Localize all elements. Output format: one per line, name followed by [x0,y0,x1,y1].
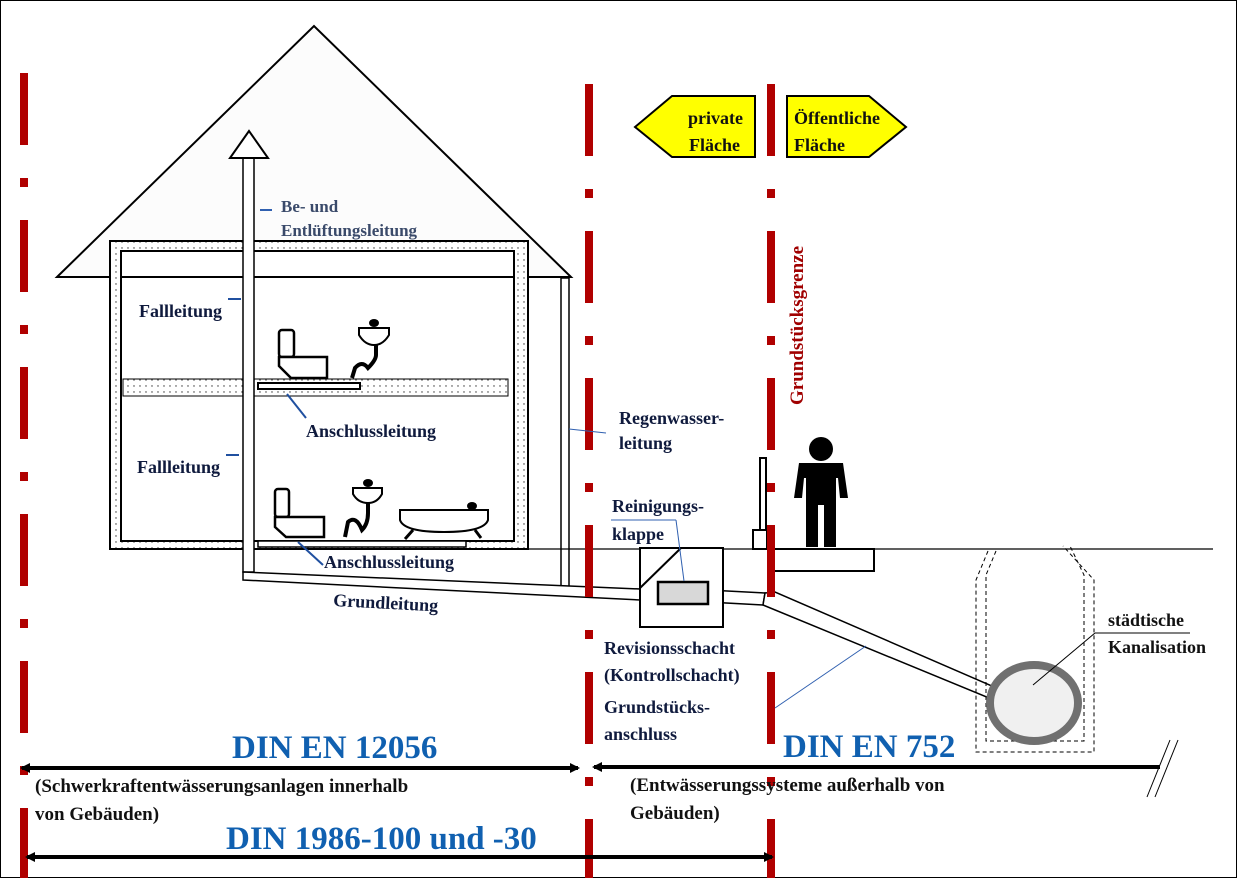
grundanschluss-label-line2: anschluss [604,724,677,744]
fallleitung-upper-label: Fallleitung [139,301,222,321]
sink-icon-upper [350,319,390,379]
reinigung-label-line2: klappe [612,524,664,544]
toilet-icon-upper [277,328,329,380]
sign-private-line2: Fläche [689,135,740,155]
din-12056-title: DIN EN 12056 [232,730,437,766]
fence-post [759,457,767,531]
vent-label-line1: Be- und [281,197,339,216]
din-12056-desc-line1: (Schwerkraftentwässerungsanlagen innerha… [35,776,408,797]
vent-arrow-icon [228,129,270,159]
cleaning-flap [656,580,710,606]
kanal-label-line1: städtische [1108,610,1184,630]
grundanschluss-label-line1: Grundstücks- [604,697,710,717]
revision-label-line2: (Kontrollschacht) [604,665,740,686]
sign-public-line2: Fläche [794,135,845,155]
revision-label-line1: Revisionsschacht [604,638,735,658]
sink-icon-lower [343,479,383,538]
din-752-desc-line2: Gebäuden) [630,803,720,824]
regen-label-line2: leitung [619,433,672,453]
sign-public-line1: Öffentliche [794,108,880,128]
din-752-title: DIN EN 752 [783,729,955,765]
sidewalk [771,548,875,572]
vent-label-line2: Entlüftungsleitung [281,221,418,240]
sign-private-line1: private [688,108,743,128]
anschluss-lower-label: Anschlussleitung [324,552,454,572]
reinigung-label-line1: Reinigungs- [612,496,704,516]
fallleitung-lower-label: Fallleitung [137,457,220,477]
sewer-pipe [986,661,1082,745]
din-1986-title: DIN 1986-100 und -30 [226,821,537,857]
lower-connection-pipe [257,540,467,548]
boundary-label: Grundstücksgrenze [787,246,808,405]
sign-private-area [633,95,756,158]
din-12056-desc-line2: von Gebäuden) [35,804,159,825]
upper-connection-pipe [257,382,361,390]
stack-pipe [242,156,255,573]
din-752-desc-line1: (Entwässerungssysteme außerhalb von [630,775,945,796]
sign-public-area [786,95,908,158]
regen-label-line1: Regenwasser- [619,408,724,428]
rainwater-pipe [560,277,570,591]
person-icon [794,437,848,547]
toilet-icon-lower [273,487,326,539]
bathtub-icon [399,502,489,540]
anschluss-upper-label: Anschlussleitung [306,421,436,441]
kanal-label-line2: Kanalisation [1108,637,1206,657]
